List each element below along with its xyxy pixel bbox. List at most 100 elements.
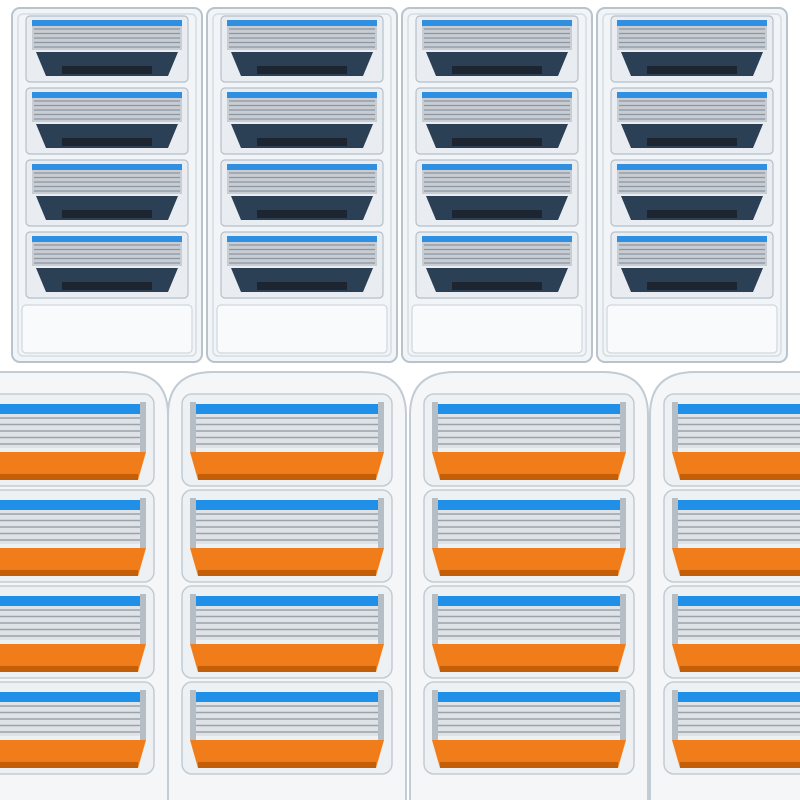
cartridge-dark — [415, 159, 579, 227]
lubricating-strip — [32, 236, 182, 242]
lubricating-strip — [617, 92, 767, 98]
frame-right — [378, 594, 384, 644]
orange-guard-edge — [0, 762, 138, 768]
orange-guard — [190, 452, 384, 480]
cartridge-orange — [423, 681, 635, 775]
lubricating-strip — [194, 596, 380, 606]
orange-guard — [0, 548, 146, 576]
orange-guard — [672, 452, 800, 480]
frame-left — [432, 498, 438, 548]
lubricating-strip — [0, 692, 142, 702]
cartridge-dark — [220, 159, 384, 227]
frame-right — [620, 402, 626, 452]
frame-right — [620, 498, 626, 548]
cartridge-orange — [181, 585, 393, 679]
guard-comb — [257, 210, 347, 218]
orange-guard — [672, 740, 800, 768]
lubricating-strip — [422, 164, 572, 170]
tray-bottom-slot — [411, 304, 583, 354]
cartridge-orange — [663, 489, 800, 583]
lubricating-strip — [676, 596, 800, 606]
lubricating-strip — [422, 20, 572, 26]
cartridge-dark — [220, 87, 384, 155]
cartridge-dark — [220, 231, 384, 299]
bottom-tray-column — [0, 371, 169, 800]
frame-left — [190, 402, 196, 452]
frame-right — [140, 690, 146, 740]
frame-right — [378, 690, 384, 740]
frame-left — [672, 402, 678, 452]
top-tray-column — [401, 7, 593, 363]
cartridge-orange — [0, 681, 155, 775]
cartridge-orange — [423, 393, 635, 487]
cartridge-dark — [415, 15, 579, 83]
bottom-tray-column — [167, 371, 407, 800]
orange-guard-edge — [680, 762, 800, 768]
top-tray-column — [206, 7, 398, 363]
cartridge-orange — [663, 585, 800, 679]
lubricating-strip — [194, 500, 380, 510]
top-tray-column — [11, 7, 203, 363]
lubricating-strip — [0, 596, 142, 606]
top-tray-column — [596, 7, 788, 363]
frame-left — [432, 594, 438, 644]
cartridge-dark — [25, 15, 189, 83]
cartridge-orange — [0, 489, 155, 583]
guard-comb — [257, 282, 347, 290]
cartridge-dark — [415, 231, 579, 299]
lubricating-strip — [617, 164, 767, 170]
guard-comb — [647, 138, 737, 146]
frame-right — [620, 594, 626, 644]
lubricating-strip — [194, 404, 380, 414]
lubricating-strip — [422, 92, 572, 98]
frame-right — [140, 402, 146, 452]
orange-guard-edge — [198, 474, 376, 480]
cartridge-orange — [0, 393, 155, 487]
guard-comb — [62, 138, 152, 146]
bottom-tray-column — [409, 371, 649, 800]
cartridge-dark — [220, 15, 384, 83]
frame-right — [378, 402, 384, 452]
tray-bottom-slot — [606, 304, 778, 354]
lubricating-strip — [227, 164, 377, 170]
guard-comb — [257, 138, 347, 146]
tray-inner-edge — [17, 13, 197, 357]
guard-comb — [452, 210, 542, 218]
orange-guard-edge — [440, 666, 618, 672]
lubricating-strip — [422, 236, 572, 242]
orange-guard-edge — [198, 570, 376, 576]
orange-guard-edge — [0, 666, 138, 672]
cartridge-dark — [610, 15, 774, 83]
lubricating-strip — [227, 20, 377, 26]
cartridge-orange — [181, 393, 393, 487]
orange-guard — [0, 644, 146, 672]
orange-guard — [432, 644, 626, 672]
orange-guard-edge — [198, 666, 376, 672]
lubricating-strip — [436, 404, 622, 414]
frame-right — [140, 498, 146, 548]
cartridge-dark — [610, 87, 774, 155]
lubricating-strip — [227, 92, 377, 98]
cartridge-dark — [25, 231, 189, 299]
orange-guard-edge — [680, 474, 800, 480]
lubricating-strip — [676, 404, 800, 414]
cartridge-orange — [181, 681, 393, 775]
frame-left — [190, 498, 196, 548]
orange-guard-edge — [198, 762, 376, 768]
tray-inner-edge — [602, 13, 782, 357]
cartridge-orange — [423, 489, 635, 583]
guard-comb — [647, 282, 737, 290]
lubricating-strip — [617, 236, 767, 242]
cartridge-dark — [610, 159, 774, 227]
orange-guard — [0, 740, 146, 768]
orange-guard — [672, 548, 800, 576]
guard-comb — [257, 66, 347, 74]
orange-guard-edge — [440, 762, 618, 768]
lubricating-strip — [0, 404, 142, 414]
orange-guard-edge — [440, 474, 618, 480]
orange-guard — [190, 740, 384, 768]
bottom-tray-column — [649, 371, 800, 800]
lubricating-strip — [194, 692, 380, 702]
